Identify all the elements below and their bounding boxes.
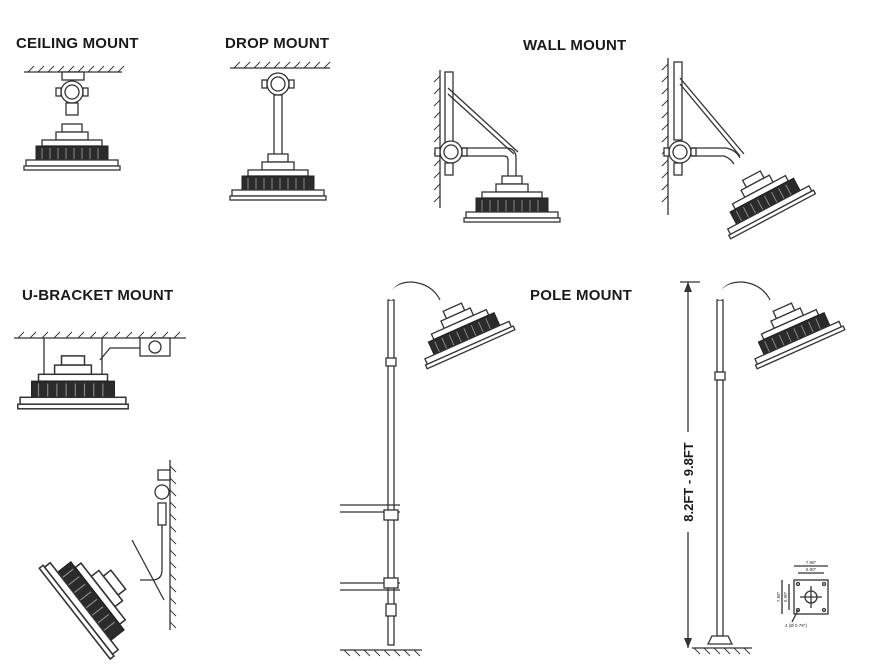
- pole-mount-title: POLE MOUNT: [530, 287, 632, 304]
- wall-mount-diagram-2: [661, 58, 817, 240]
- plate-height-outer-label: 7.88": [776, 591, 781, 602]
- u-bracket-wall-diagram: [38, 460, 177, 660]
- ceiling-mount-diagram: [23, 65, 125, 171]
- plate-width-outer-label: 7.88": [806, 560, 817, 565]
- pole-mount-diagram: 8.2FT - 9.8FT: [680, 281, 846, 655]
- u-bracket-ceiling-diagram: [14, 331, 186, 410]
- wall-mount-title: WALL MOUNT: [523, 37, 627, 54]
- base-plate-detail: 7.88" 5.90" 7.88" 5.90" 4 (Ø 0.79"): [776, 560, 829, 628]
- ceiling-mount-title: CEILING MOUNT: [16, 35, 139, 52]
- pole-height-dimension: 8.2FT - 9.8FT: [681, 442, 696, 522]
- u-bracket-mount-title: U-BRACKET MOUNT: [22, 287, 174, 304]
- plate-height-inner-label: 5.90": [783, 591, 788, 602]
- drop-mount-title: DROP MOUNT: [225, 35, 330, 52]
- plate-width-inner-label: 5.90": [806, 567, 817, 572]
- wall-mount-diagram-1: [433, 70, 561, 223]
- bolt-holes-label: 4 (Ø 0.79"): [785, 623, 807, 628]
- pole-mount-wall-diagram: [340, 281, 516, 657]
- drop-mount-diagram: [229, 61, 331, 201]
